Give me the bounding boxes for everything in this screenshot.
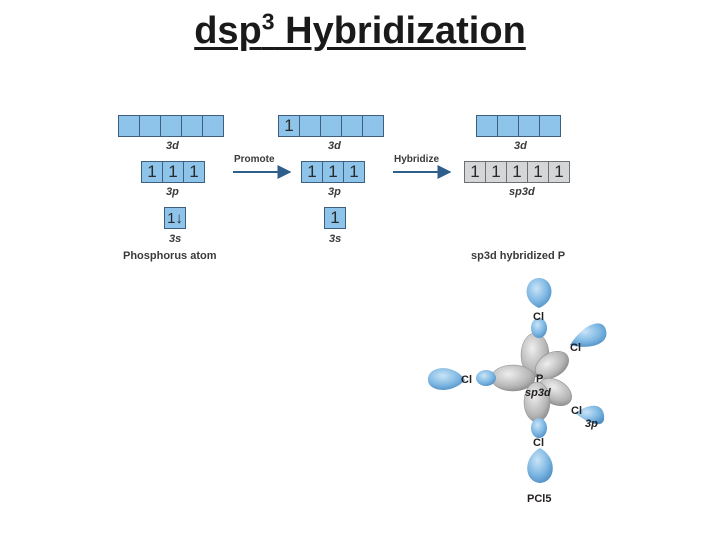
sp3d-hybridized-caption: sp3d hybridized P — [471, 250, 566, 262]
promote-label: Promote — [234, 154, 275, 165]
orbital-box: 1↓ — [164, 207, 186, 229]
p-atom-label: P — [536, 373, 544, 385]
cl-atom-left: Cl — [461, 374, 472, 386]
title-superscript: 3 — [261, 8, 275, 34]
orbital-box: 1 — [301, 161, 323, 183]
orbital-box: 1 — [343, 161, 365, 183]
orbital-box — [202, 115, 224, 137]
promoted-3s-orbital: 1 — [324, 207, 346, 229]
atom-3p-label: 3p — [166, 186, 179, 198]
promoted-3s-label: 3s — [329, 233, 342, 245]
atom-3d-orbitals — [118, 115, 224, 137]
molecule-formula: PCl5 — [527, 493, 552, 505]
cl-atom-top: Cl — [533, 311, 544, 323]
sp3d-hybrid-orbitals: 1 1 1 1 1 — [464, 161, 570, 183]
hybridized-3d-label: 3d — [514, 140, 527, 152]
p-orbital-label: sp3d — [525, 387, 551, 399]
atom-3p-orbitals: 1 1 1 — [141, 161, 205, 183]
orbital-box: 1 — [162, 161, 184, 183]
orbital-box: 1 — [548, 161, 570, 183]
promoted-3d-label: 3d — [328, 140, 341, 152]
hybridized-3d-orbitals — [476, 115, 561, 137]
atom-3s-orbital: 1↓ — [164, 207, 186, 229]
phosphorus-atom-caption: Phosphorus atom — [123, 250, 217, 262]
page-title: dsp3 Hybridization — [194, 8, 526, 52]
sp3d-label: sp3d — [509, 186, 535, 198]
orbital-box: 1 — [324, 207, 346, 229]
atom-3d-label: 3d — [166, 140, 179, 152]
cl-atom-bottom: Cl — [533, 437, 544, 449]
hybridize-label: Hybridize — [394, 154, 440, 165]
cl-orbital-label: 3p — [585, 418, 598, 430]
p-hybrid-orbitals — [490, 332, 572, 423]
cl-atom-lower-right: Cl — [571, 405, 582, 417]
promoted-3p-label: 3p — [328, 186, 341, 198]
orbital-box — [362, 115, 384, 137]
promoted-3p-orbitals: 1 1 1 — [301, 161, 365, 183]
cl-atom-upper-right: Cl — [570, 342, 581, 354]
orbital-box — [539, 115, 561, 137]
cl-orbital-lobes — [427, 278, 607, 483]
orbital-box: 1 — [506, 161, 528, 183]
promoted-3d-orbitals: 1 — [278, 115, 384, 137]
atom-3s-label: 3s — [169, 233, 182, 245]
orbital-box: 1 — [183, 161, 205, 183]
